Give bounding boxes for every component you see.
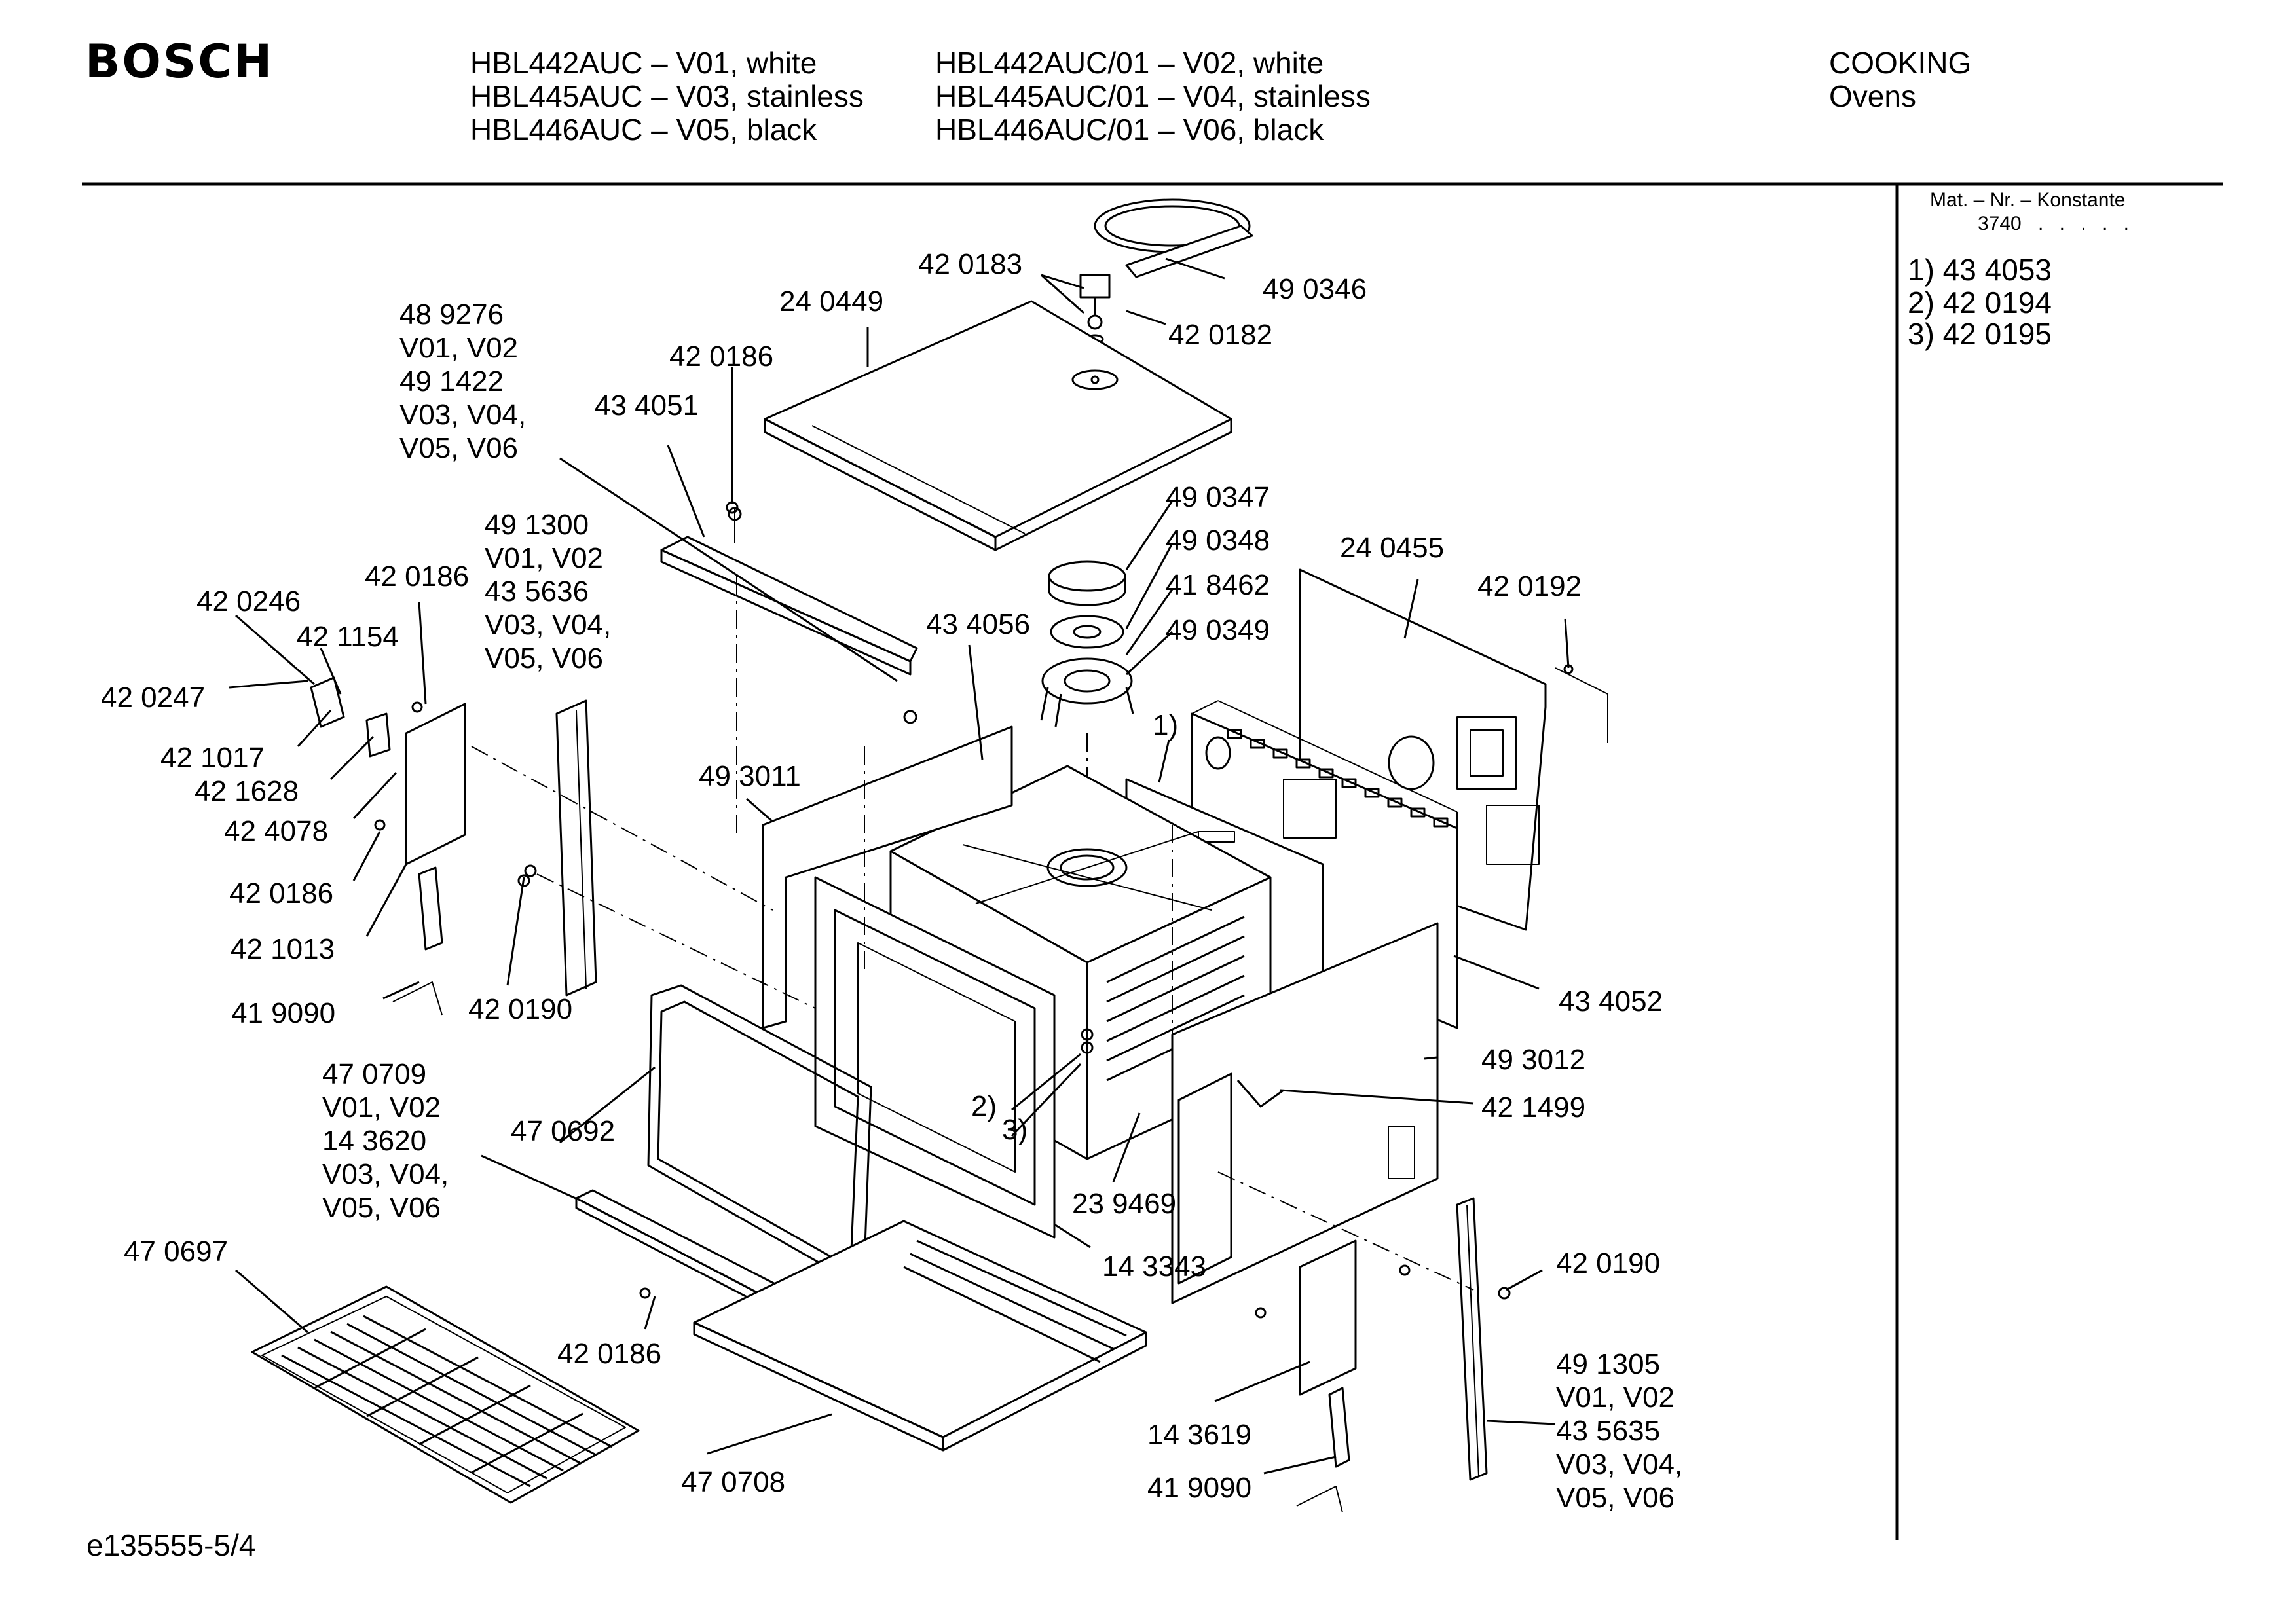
part-variant: V01, V02 bbox=[1556, 1382, 1675, 1414]
part-label: 42 0182 bbox=[1168, 319, 1273, 351]
model-line: HBL445AUC – V03, stainless bbox=[470, 79, 864, 113]
brand-logo: BOSCH bbox=[85, 35, 274, 88]
part-label: 49 0346 bbox=[1263, 273, 1367, 305]
part-label: 14 3619 bbox=[1147, 1419, 1252, 1451]
left-hinge-assembly bbox=[310, 676, 466, 1016]
part-label: 23 9469 bbox=[1072, 1188, 1177, 1220]
bottom-panel bbox=[693, 1220, 1147, 1452]
part-label: 47 0708 bbox=[681, 1466, 786, 1498]
part-label: 43 5635 bbox=[1556, 1415, 1661, 1447]
part-variant: V03, V04, bbox=[322, 1158, 449, 1190]
part-label: 49 1300 bbox=[485, 509, 589, 541]
part-label: 49 0347 bbox=[1166, 481, 1270, 513]
part-label: 49 3011 bbox=[699, 760, 801, 792]
part-label: 42 1499 bbox=[1481, 1091, 1586, 1124]
oven-rack bbox=[251, 1285, 640, 1504]
part-label: 43 5636 bbox=[485, 576, 589, 608]
footnote-item: 1) 43 4053 bbox=[1908, 253, 2052, 287]
part-label: 41 8462 bbox=[1166, 569, 1270, 601]
part-label: 43 4051 bbox=[595, 390, 699, 422]
part-label: 41 9090 bbox=[1147, 1472, 1252, 1504]
part-label: 14 3620 bbox=[322, 1125, 427, 1157]
part-variant: V05, V06 bbox=[485, 642, 604, 674]
part-label: 42 0192 bbox=[1477, 570, 1582, 602]
footnote-item: 2) 42 0194 bbox=[1908, 285, 2052, 320]
part-label: 42 0186 bbox=[669, 340, 774, 373]
part-variant: V01, V02 bbox=[322, 1091, 441, 1124]
part-variant: V03, V04, bbox=[399, 399, 527, 431]
part-label: 43 4052 bbox=[1559, 985, 1663, 1017]
part-label: 42 0186 bbox=[229, 877, 334, 909]
right-hinge-assembly bbox=[1296, 1239, 1357, 1513]
right-slide-rail bbox=[1456, 1197, 1488, 1481]
part-label: 42 1154 bbox=[297, 621, 399, 653]
part-variant: V03, V04, bbox=[1556, 1448, 1683, 1480]
left-slide-rail bbox=[524, 699, 597, 997]
part-label: 14 3343 bbox=[1102, 1251, 1207, 1283]
right-side-panel bbox=[1171, 922, 1439, 1304]
part-label: 48 9276 bbox=[399, 299, 504, 331]
connection-hose bbox=[1094, 198, 1253, 278]
part-label: 49 1422 bbox=[399, 365, 504, 397]
part-variant: V01, V02 bbox=[485, 542, 604, 574]
top-cover-panel bbox=[764, 300, 1232, 551]
part-label: 24 0449 bbox=[779, 285, 884, 318]
part-label: 49 0349 bbox=[1166, 614, 1270, 646]
document-id: e135555-5/4 bbox=[86, 1528, 256, 1562]
part-label: 49 1305 bbox=[1556, 1348, 1661, 1380]
part-variant: V05, V06 bbox=[1556, 1482, 1675, 1514]
footnote-marker: 2) bbox=[971, 1090, 997, 1122]
footnote-item: 3) 42 0195 bbox=[1908, 317, 2052, 351]
footnote-marker: 3) bbox=[1002, 1114, 1028, 1146]
part-label: 42 1013 bbox=[231, 933, 335, 965]
part-variant: V05, V06 bbox=[322, 1192, 441, 1224]
pipe-fitting bbox=[1079, 274, 1111, 344]
mat-nr-title: Mat. – Nr. – Konstante bbox=[1930, 189, 2126, 211]
part-label: 42 0190 bbox=[1556, 1247, 1661, 1279]
part-variant: V05, V06 bbox=[399, 432, 519, 464]
model-line: HBL446AUC/01 – V06, black bbox=[935, 113, 1324, 147]
model-line: HBL445AUC/01 – V04, stainless bbox=[935, 79, 1371, 113]
footnote-marker: 1) bbox=[1153, 709, 1179, 741]
part-label: 42 0246 bbox=[196, 585, 301, 617]
mat-nr-dots: . . . . . bbox=[2038, 213, 2135, 234]
part-label: 42 4078 bbox=[224, 815, 329, 847]
part-label: 42 1017 bbox=[160, 742, 265, 774]
part-label: 47 0692 bbox=[511, 1115, 616, 1147]
part-label: 43 4056 bbox=[926, 608, 1031, 640]
subcategory-label: Ovens bbox=[1829, 79, 1916, 113]
part-label: 42 0190 bbox=[468, 993, 573, 1025]
part-label: 41 9090 bbox=[231, 997, 336, 1029]
part-label: 42 0247 bbox=[101, 682, 206, 714]
part-label: 49 3012 bbox=[1481, 1044, 1586, 1076]
part-label: 42 0183 bbox=[918, 248, 1023, 280]
assembly-axis-lines bbox=[471, 576, 1474, 1291]
part-label: 42 0186 bbox=[557, 1338, 662, 1370]
screws bbox=[374, 501, 1574, 1319]
part-variant: V03, V04, bbox=[485, 609, 612, 641]
model-line: HBL442AUC – V01, white bbox=[470, 46, 817, 80]
mat-nr-value: 3740 bbox=[1978, 213, 2022, 234]
part-label: 42 0186 bbox=[365, 560, 470, 593]
part-label: 47 0709 bbox=[322, 1058, 427, 1090]
part-label: 49 0348 bbox=[1166, 524, 1270, 557]
model-line: HBL446AUC – V05, black bbox=[470, 113, 817, 147]
category-label: COOKING bbox=[1829, 46, 1972, 80]
part-variant: V01, V02 bbox=[399, 332, 519, 364]
model-line: HBL442AUC/01 – V02, white bbox=[935, 46, 1324, 80]
part-label: 47 0697 bbox=[124, 1236, 229, 1268]
part-label: 42 1628 bbox=[194, 775, 299, 807]
left-insulation-panel bbox=[762, 725, 1013, 1029]
part-label: 24 0455 bbox=[1340, 532, 1445, 564]
leader-lines bbox=[229, 257, 1570, 1475]
top-rail bbox=[660, 507, 918, 724]
front-frame bbox=[814, 876, 1094, 1239]
